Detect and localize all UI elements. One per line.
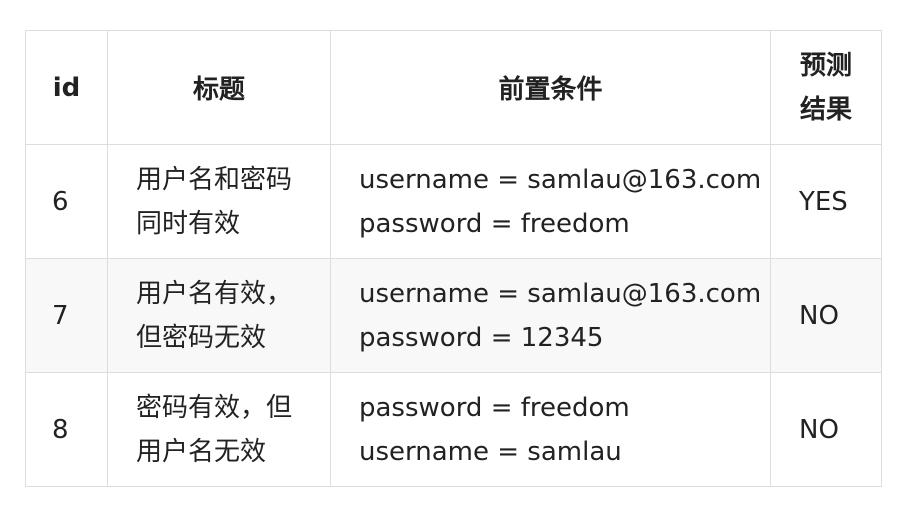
row-title-line1: 用户名和密码	[136, 164, 293, 195]
row-precondition: username = samlau@163.com password = fre…	[330, 144, 771, 259]
table-row: 7 用户名有效， 但密码无效 username = samlau@163.com…	[25, 258, 882, 373]
header-id: id	[25, 30, 108, 145]
row-title: 用户名有效， 但密码无效	[107, 258, 331, 373]
row-title-line1: 密码有效，但	[136, 392, 293, 423]
row-precondition-line2: username = samlau	[359, 436, 622, 467]
row-title-line1: 用户名有效，	[136, 278, 293, 309]
row-title-line2: 用户名无效	[136, 436, 267, 467]
test-case-table: id 标题 前置条件 预测 结果 6 用户名和密码 同时有效 username …	[25, 30, 882, 487]
table-row: 8 密码有效，但 用户名无效 password = freedom userna…	[25, 372, 882, 487]
header-result-line1: 预测	[799, 50, 852, 81]
table-header-row: id 标题 前置条件 预测 结果	[25, 30, 882, 145]
row-id: 8	[25, 372, 108, 487]
header-title: 标题	[107, 30, 331, 145]
header-predicted-result: 预测 结果	[770, 30, 882, 145]
row-result: NO	[770, 372, 882, 487]
row-title-line2: 但密码无效	[136, 322, 267, 353]
row-precondition-line1: username = samlau@163.com	[359, 278, 762, 309]
row-title: 密码有效，但 用户名无效	[107, 372, 331, 487]
row-precondition: username = samlau@163.com password = 123…	[330, 258, 771, 373]
row-precondition: password = freedom username = samlau	[330, 372, 771, 487]
header-precondition: 前置条件	[330, 30, 771, 145]
row-precondition-line2: password = 12345	[359, 322, 604, 353]
row-result: YES	[770, 144, 882, 259]
header-result-line2: 结果	[799, 94, 852, 125]
row-title: 用户名和密码 同时有效	[107, 144, 331, 259]
row-title-line2: 同时有效	[136, 208, 241, 239]
row-id: 7	[25, 258, 108, 373]
row-precondition-line1: username = samlau@163.com	[359, 164, 762, 195]
table-row: 6 用户名和密码 同时有效 username = samlau@163.com …	[25, 144, 882, 259]
row-precondition-line2: password = freedom	[359, 208, 630, 239]
row-result: NO	[770, 258, 882, 373]
row-precondition-line1: password = freedom	[359, 392, 630, 423]
row-id: 6	[25, 144, 108, 259]
